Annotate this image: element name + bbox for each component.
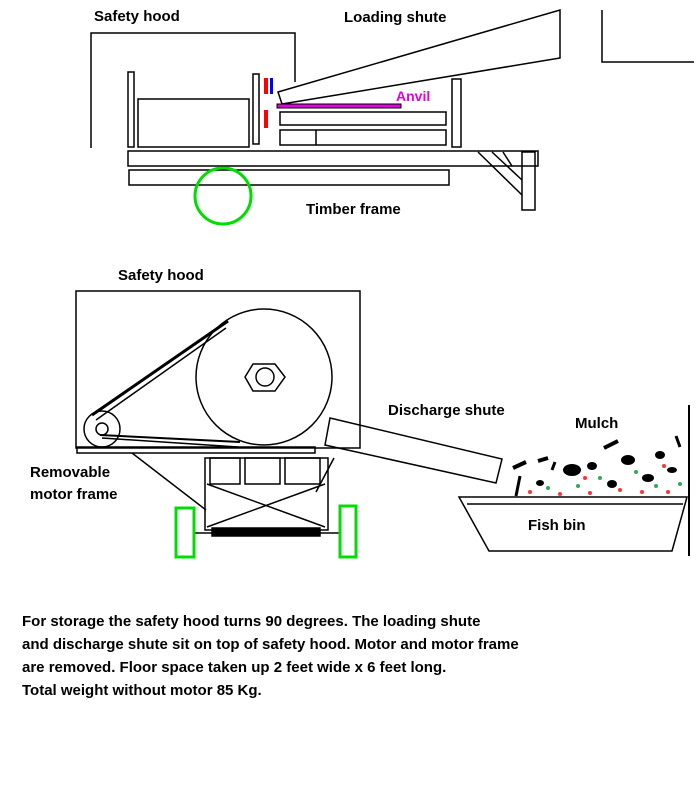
label-removable-line2: motor frame <box>30 486 118 503</box>
hood-left-post <box>127 71 135 148</box>
brace-3 <box>502 151 513 167</box>
blade-red-upper <box>264 78 268 94</box>
drive-belt-upper-2 <box>95 327 227 421</box>
mulch-chunk-2 <box>587 462 597 470</box>
label-safety-hood-side: Safety hood <box>118 267 204 284</box>
corner-box <box>601 10 694 63</box>
drive-belt-lower-2 <box>101 437 239 448</box>
mulch-leaf-11 <box>666 490 670 494</box>
note-line-1: For storage the safety hood turns 90 deg… <box>22 613 481 630</box>
mulch-streak-1 <box>512 460 527 470</box>
mulch-leaf-7 <box>618 488 622 492</box>
label-discharge-shute: Discharge shute <box>388 402 505 419</box>
label-timber-frame: Timber frame <box>306 201 401 218</box>
mulch-chunk-7 <box>642 474 654 482</box>
frame-leg <box>521 151 536 211</box>
label-mulch: Mulch <box>575 415 618 432</box>
motor-base <box>211 527 321 537</box>
shute-support-post <box>451 78 462 148</box>
bottom-view <box>75 290 690 559</box>
mulch-chunk-3 <box>621 455 635 465</box>
wheel-right <box>338 504 358 559</box>
motor-plate <box>76 446 316 454</box>
timber-frame-beam <box>127 150 539 167</box>
mulch-streak-4 <box>674 435 682 448</box>
pulley-hub <box>255 367 275 387</box>
plank-lower <box>279 129 447 146</box>
mulch-leaf-5 <box>588 491 592 495</box>
mulch-leaf-2 <box>546 486 550 490</box>
fish-bin <box>457 496 688 552</box>
timber-frame-lower <box>128 169 450 186</box>
mulch-leaf-12 <box>678 482 682 486</box>
label-anvil: Anvil <box>396 88 430 104</box>
loading-shute <box>277 9 561 105</box>
mulch-leaf-8 <box>634 470 638 474</box>
mulch-leaf-1 <box>528 490 532 494</box>
safety-hood-top <box>90 32 296 148</box>
note-line-3: are removed. Floor space taken up 2 feet… <box>22 659 447 676</box>
frame-upright-3 <box>284 457 321 485</box>
mulch-streak-6 <box>550 461 557 471</box>
mulch-pile <box>512 435 682 497</box>
mulch-leaf-6 <box>598 476 602 480</box>
brace-2 <box>491 151 523 181</box>
safety-hood-side <box>75 290 361 449</box>
mulch-leaf-13 <box>583 476 587 480</box>
anvil-bar <box>276 103 402 109</box>
wheel-left <box>174 506 196 559</box>
mulch-streak-2 <box>537 456 549 463</box>
mulch-leaf-14 <box>662 464 666 468</box>
mulch-leaf-10 <box>654 484 658 488</box>
label-fish-bin: Fish bin <box>528 517 586 534</box>
frame-diagonal-left <box>131 452 207 511</box>
blade-red-lower <box>264 110 268 128</box>
mulch-leaf-4 <box>576 484 580 488</box>
brace-1 <box>477 151 523 196</box>
note-line-4: Total weight without motor 85 Kg. <box>22 682 262 699</box>
mulch-leaf-3 <box>558 492 562 496</box>
mulch-chunk-5 <box>536 480 544 486</box>
small-pulley-hub <box>95 422 109 436</box>
pulley-nut <box>244 363 286 392</box>
drive-belt-upper <box>91 319 229 417</box>
note-line-2: and discharge shute sit on top of safety… <box>22 636 519 653</box>
mulch-chunk-6 <box>607 480 617 488</box>
blade-blue <box>270 78 273 94</box>
frame-upright-2 <box>244 457 281 485</box>
label-safety-hood-top: Safety hood <box>94 8 180 25</box>
frame-cross-2 <box>206 483 326 528</box>
mulch-chunk-8 <box>667 467 677 473</box>
motor-box-top <box>137 98 250 148</box>
discharge-shute <box>324 417 503 484</box>
drive-belt-lower <box>99 434 241 443</box>
mulch-streak-5 <box>514 475 522 497</box>
mulch-chunk-1 <box>563 464 581 476</box>
label-removable-line1: Removable <box>30 464 110 481</box>
large-pulley <box>195 308 333 446</box>
mulch-streak-3 <box>603 439 619 450</box>
frame-upright-1 <box>209 457 241 485</box>
storage-notes: For storage the safety hood turns 90 deg… <box>22 610 682 702</box>
hood-right-post <box>252 73 260 145</box>
label-loading-shute: Loading shute <box>344 9 447 26</box>
wheel-top <box>193 166 253 226</box>
top-view <box>90 9 694 226</box>
plank-upper <box>279 111 447 126</box>
mulch-chunk-4 <box>655 451 665 459</box>
mulch-leaf-9 <box>640 490 644 494</box>
motor-frame-box <box>204 457 329 531</box>
